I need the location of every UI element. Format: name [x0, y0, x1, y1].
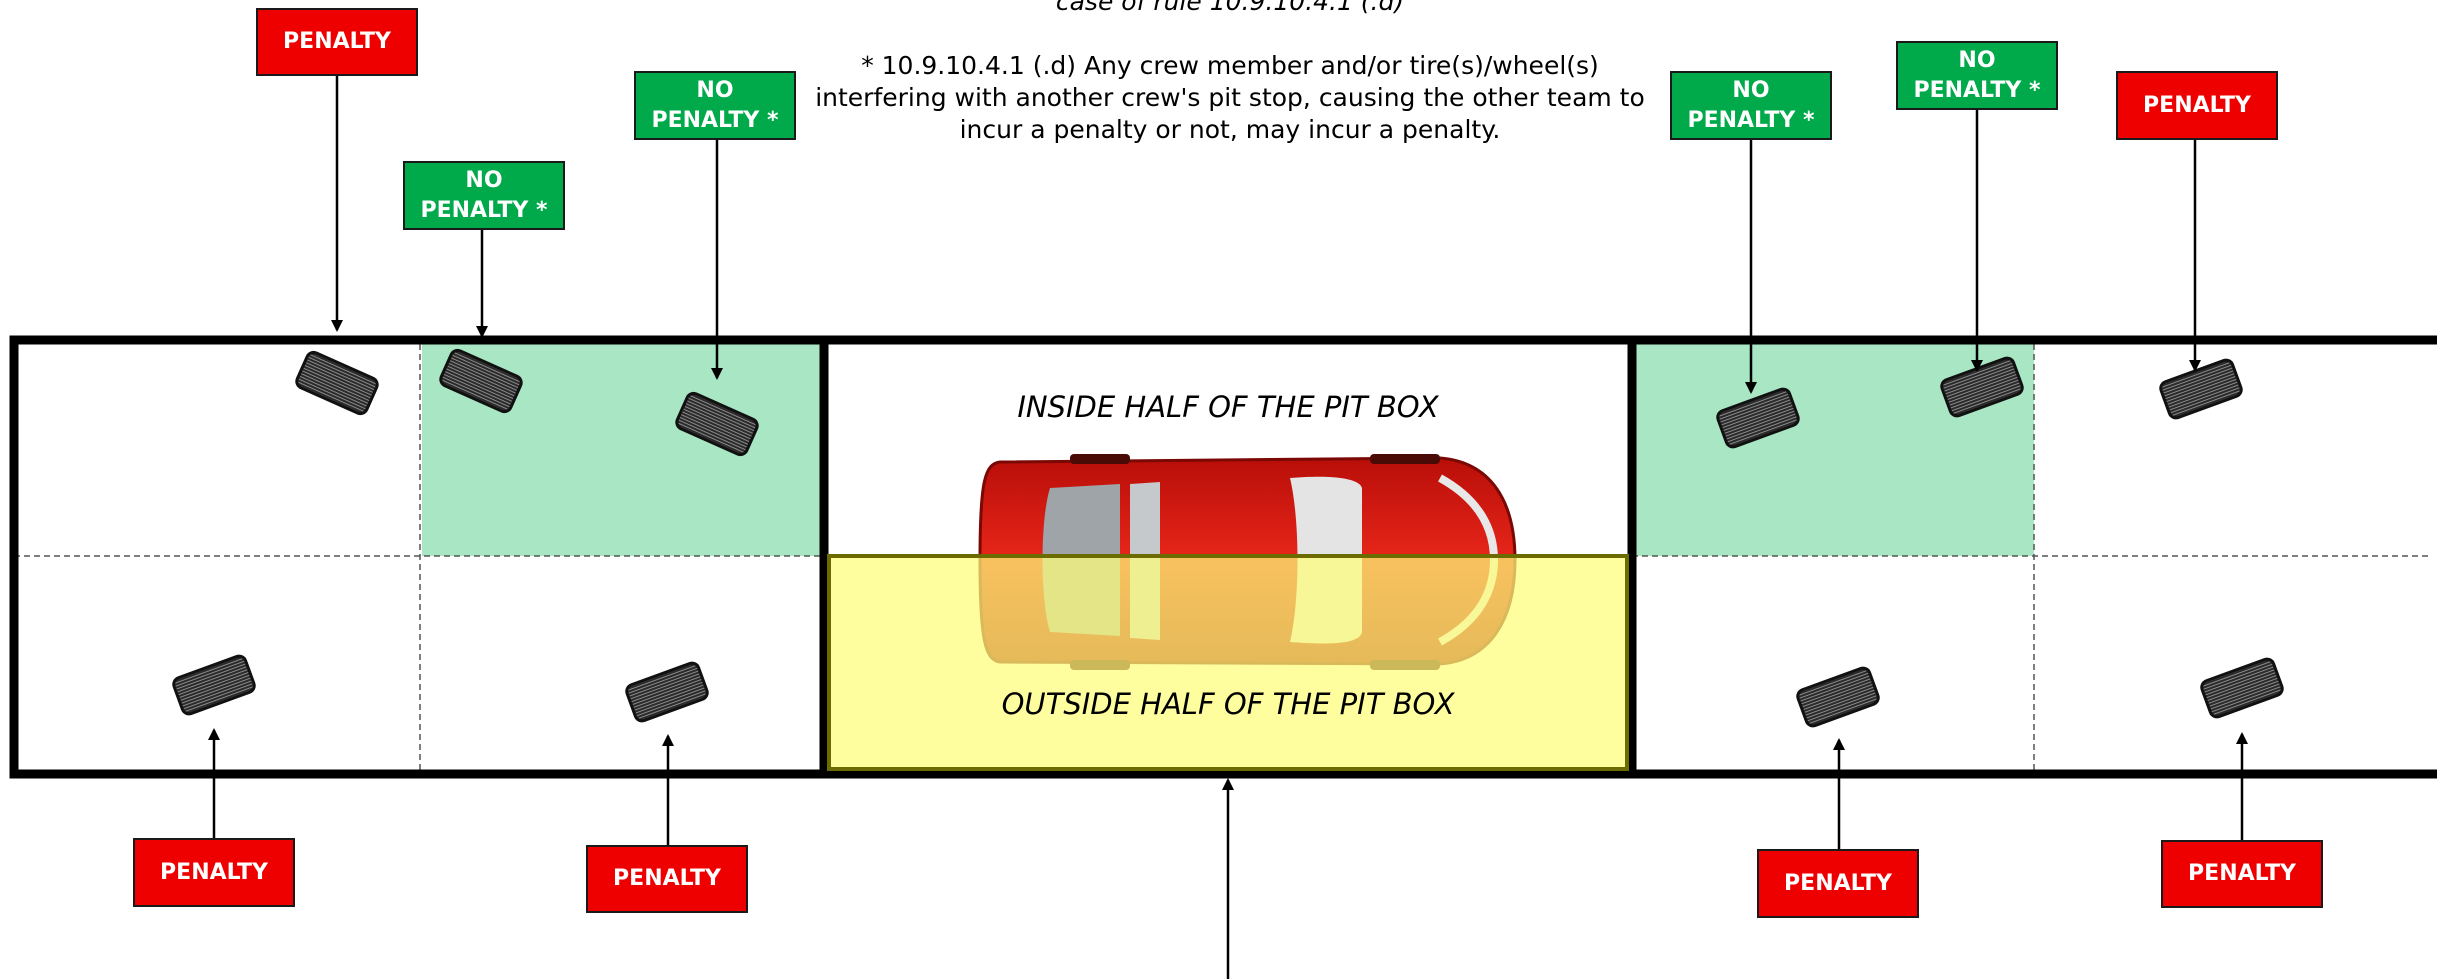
penalty-label-left-top-1: PENALTY [256, 8, 418, 76]
no-penalty-label-left-top-2: NO PENALTY * [403, 161, 565, 230]
penalty-label-right-top-3: PENALTY [2116, 71, 2278, 140]
outside-half-label: OUTSIDE HALF OF THE PIT BOX [828, 687, 1628, 721]
penalty-label-left-bottom-2: PENALTY [586, 845, 748, 913]
tire [172, 654, 256, 716]
tire [625, 661, 709, 723]
tire [1796, 666, 1880, 728]
tire [295, 350, 380, 416]
tire [2200, 657, 2284, 719]
penalty-label-left-bottom-1: PENALTY [133, 838, 295, 907]
no-penalty-label-left-top-3: NO PENALTY * [634, 71, 796, 140]
no-penalty-label-right-top-1: NO PENALTY * [1670, 71, 1832, 140]
penalty-label-right-bottom-2: PENALTY [2161, 840, 2323, 908]
no-penalty-label-right-top-2: NO PENALTY * [1896, 41, 2058, 110]
rule-note-text: * 10.9.10.4.1 (.d) Any crew member and/o… [810, 50, 1650, 146]
inside-half-label: INSIDE HALF OF THE PIT BOX [828, 390, 1628, 424]
outside-half-yellow-zone [822, 556, 1632, 772]
rule-reference-cut-text: case of rule 10.9.10.4.1 (.d) [810, 0, 1650, 18]
penalty-label-right-bottom-1: PENALTY [1757, 849, 1919, 918]
tire [2159, 358, 2243, 420]
